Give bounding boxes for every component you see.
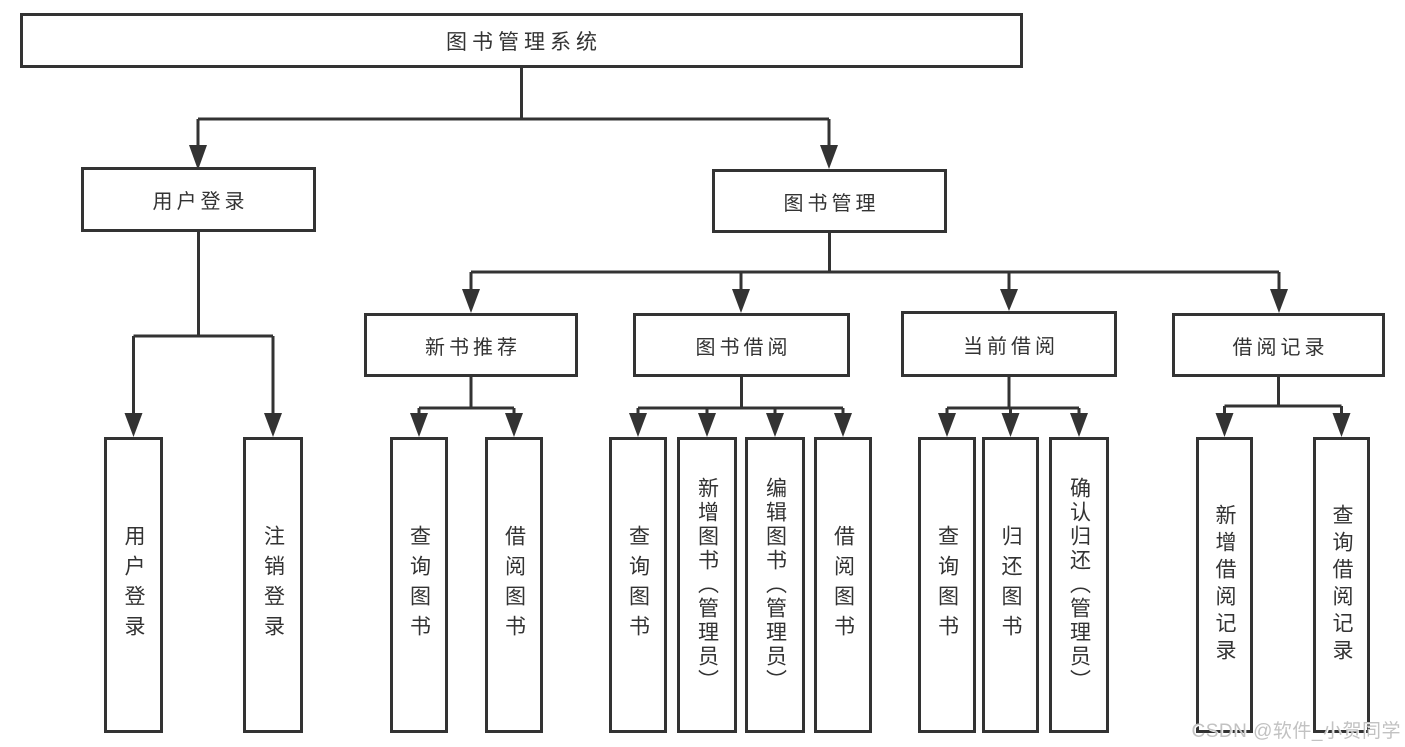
leaf-borrow-books: 借阅图书 <box>814 437 872 733</box>
node-book-management: 图书管理 <box>712 169 947 233</box>
leaf-return-book: 归还图书 <box>982 437 1039 733</box>
connector-borrowrecords-to-leaves <box>1215 377 1351 437</box>
leaf-logout: 注销登录 <box>243 437 303 733</box>
connector-bookmgmt-to-level3 <box>462 233 1288 313</box>
node-borrow-records: 借阅记录 <box>1172 313 1385 377</box>
leaf-edit-book-admin: 编辑图书（管理员） <box>745 437 805 733</box>
connector-newbook-to-leaves <box>410 377 523 437</box>
node-new-book-recommend: 新书推荐 <box>364 313 578 377</box>
connector-userlogin-to-leaves <box>124 232 282 437</box>
leaf-borrow-books-recommend: 借阅图书 <box>485 437 543 733</box>
node-current-borrow: 当前借阅 <box>901 311 1117 377</box>
node-book-borrow: 图书借阅 <box>633 313 850 377</box>
node-system-root: 图书管理系统 <box>20 13 1023 68</box>
connector-root-to-level2 <box>189 68 838 170</box>
leaf-query-books-current: 查询图书 <box>918 437 976 733</box>
leaf-query-books-recommend: 查询图书 <box>390 437 448 733</box>
connector-bookborrow-to-leaves <box>629 377 852 437</box>
leaf-query-books-borrow: 查询图书 <box>609 437 667 733</box>
leaf-user-login: 用户登录 <box>104 437 163 733</box>
leaf-confirm-return-admin: 确认归还（管理员） <box>1049 437 1109 733</box>
leaf-add-book-admin: 新增图书（管理员） <box>677 437 737 733</box>
node-user-login: 用户登录 <box>81 167 316 232</box>
leaf-query-borrow-record: 查询借阅记录 <box>1313 437 1370 733</box>
connector-currentborrow-to-leaves <box>938 377 1088 437</box>
leaf-add-borrow-record: 新增借阅记录 <box>1196 437 1253 733</box>
csdn-watermark: CSDN @软件_小贺同学 <box>1191 721 1401 742</box>
